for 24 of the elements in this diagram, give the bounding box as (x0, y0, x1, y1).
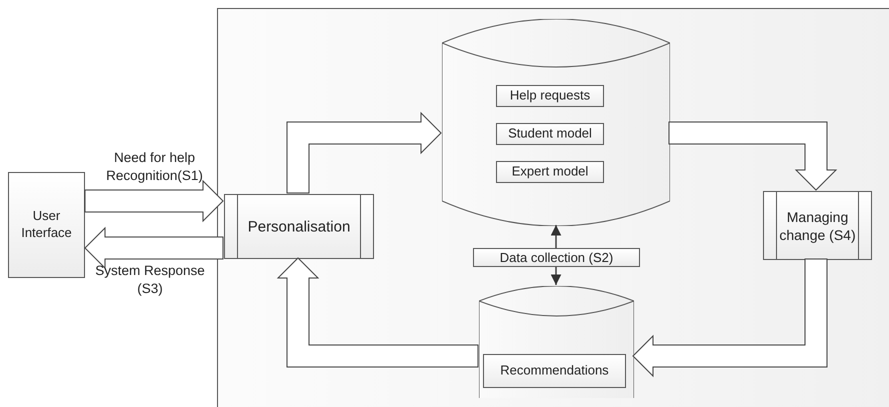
panel-background (217, 8, 889, 407)
data-box (483, 354, 626, 388)
node-text: User Interface (20, 208, 73, 242)
block-arrow (668, 122, 838, 191)
block-arrow (276, 257, 478, 368)
process-box (8, 172, 85, 278)
data-box (496, 123, 604, 145)
node-text: Expert model (510, 164, 590, 180)
edge-label: Need for help Recognition(S1) (105, 149, 204, 184)
edge-label: System Response (S3) (94, 262, 206, 298)
process-box (763, 191, 872, 260)
node-text: Managing change (S4) (778, 207, 857, 244)
process-box (224, 194, 374, 259)
block-arrow (84, 226, 224, 270)
node-text: Recommendations (499, 362, 610, 380)
edge-label: Data collection (S2) (473, 248, 640, 267)
block-arrow (84, 180, 224, 222)
node-text: Help requests (508, 88, 592, 104)
block-arrow (632, 258, 828, 378)
data-box (496, 85, 604, 107)
block-arrow (286, 112, 442, 194)
node-text: Personalisation (246, 216, 352, 236)
node-text: Student model (507, 126, 593, 142)
data-box (496, 161, 604, 183)
